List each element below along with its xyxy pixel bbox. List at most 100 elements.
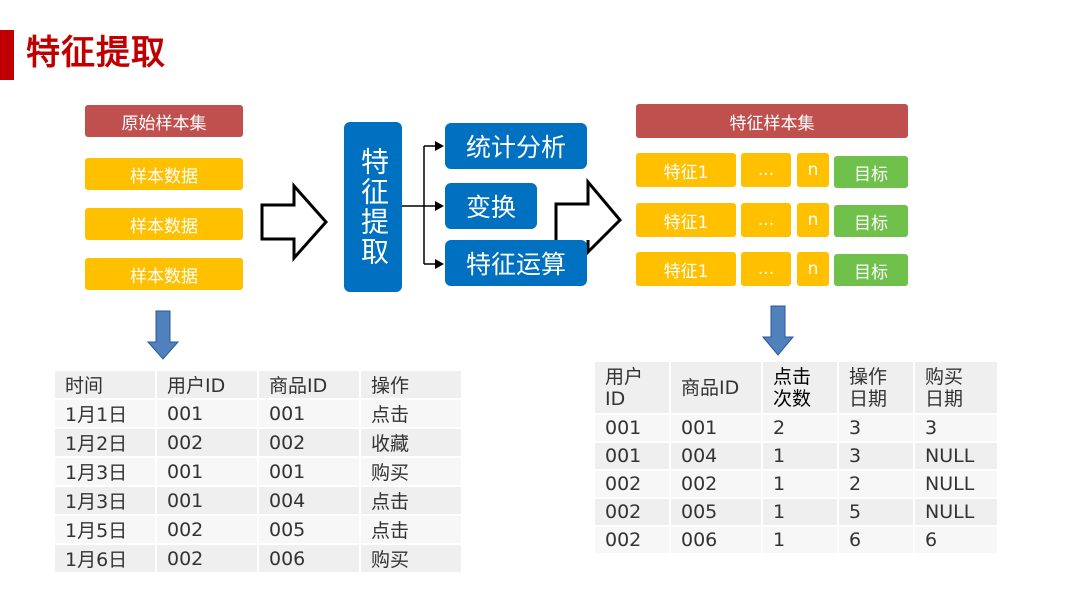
- table-cell: 购买: [360, 544, 463, 574]
- column-header: 购买日期: [914, 362, 999, 415]
- table-row: 1月3日 001 004 点击: [55, 486, 463, 516]
- raw-sample-row: 样本数据: [85, 258, 243, 290]
- target-cell: 目标: [834, 205, 908, 237]
- feature-cell: 特征1: [636, 153, 736, 187]
- branch-arrowhead-icon: [435, 201, 444, 211]
- table-row: 002 002 1 2 NULL: [595, 470, 999, 499]
- raw-sample-row: 样本数据: [85, 158, 243, 190]
- table-cell: 006: [670, 526, 763, 555]
- down-arrow-icon: [761, 305, 795, 356]
- table-cell: 2: [762, 414, 839, 443]
- feature-cell: 特征1: [636, 203, 736, 237]
- table-cell: 001: [156, 457, 259, 487]
- table-header-row: 时间 用户ID 商品ID 操作: [55, 371, 463, 400]
- table-cell: 005: [670, 498, 763, 527]
- table-row: 002 005 1 5 NULL: [595, 498, 999, 527]
- branch-arrowhead-icon: [435, 259, 444, 269]
- column-header: 时间: [55, 371, 157, 400]
- ellipsis-cell: ...: [741, 203, 791, 237]
- table-cell: 006: [258, 544, 361, 574]
- column-header: 用户ID: [156, 371, 259, 400]
- feature-set-header: 特征样本集: [636, 104, 908, 138]
- table-row: 002 006 1 6 6: [595, 526, 999, 555]
- table-cell: NULL: [914, 442, 999, 471]
- right-arrow-icon: [260, 182, 329, 262]
- table-cell: 001: [156, 486, 259, 516]
- table-cell: 1月3日: [55, 486, 157, 516]
- title-accent-bar: [0, 30, 14, 80]
- table-cell: 1月2日: [55, 428, 157, 458]
- table-cell: 1: [762, 498, 839, 527]
- n-cell: n: [797, 203, 829, 237]
- table-cell: 1: [762, 470, 839, 499]
- table-cell: 点击: [360, 486, 463, 516]
- n-cell: n: [797, 153, 829, 187]
- table-cell: 1月3日: [55, 457, 157, 487]
- table-cell: 001: [595, 414, 671, 443]
- operation-compute: 特征运算: [445, 240, 587, 286]
- column-header: 操作日期: [838, 362, 915, 415]
- table-cell: 3: [838, 414, 915, 443]
- table-cell: 点击: [360, 399, 463, 429]
- table-row: 1月5日 002 005 点击: [55, 515, 463, 545]
- table-cell: 002: [156, 544, 259, 574]
- column-header: 点击次数: [762, 362, 839, 415]
- table-cell: 001: [595, 442, 671, 471]
- table-cell: 5: [838, 498, 915, 527]
- table-cell: NULL: [914, 498, 999, 527]
- table-row: 1月1日 001 001 点击: [55, 399, 463, 429]
- target-cell: 目标: [834, 254, 908, 286]
- down-arrow-icon: [146, 310, 180, 360]
- table-cell: 1: [762, 442, 839, 471]
- table-cell: 004: [258, 486, 361, 516]
- table-cell: 002: [595, 526, 671, 555]
- table-row: 1月6日 002 006 购买: [55, 544, 463, 574]
- table-row: 001 001 2 3 3: [595, 414, 999, 443]
- table-cell: 001: [670, 414, 763, 443]
- table-cell: 2: [838, 470, 915, 499]
- feature-extraction-label: 特征提取: [357, 147, 390, 267]
- table-cell: 001: [258, 457, 361, 487]
- raw-sample-row: 样本数据: [85, 208, 243, 240]
- table-cell: 1月1日: [55, 399, 157, 429]
- feature-extraction-block: 特征提取: [344, 122, 402, 292]
- feature-cell: 特征1: [636, 252, 736, 286]
- column-header: 商品ID: [670, 362, 763, 415]
- table-cell: 004: [670, 442, 763, 471]
- operation-transform: 变换: [445, 183, 537, 229]
- table-cell: 002: [156, 428, 259, 458]
- table-row: 001 004 1 3 NULL: [595, 442, 999, 471]
- table-row: 1月2日 002 002 收藏: [55, 428, 463, 458]
- table-cell: 002: [258, 428, 361, 458]
- table-cell: 3: [914, 414, 999, 443]
- n-cell: n: [797, 252, 829, 286]
- table-cell: 1: [762, 526, 839, 555]
- table-cell: 收藏: [360, 428, 463, 458]
- table-cell: 002: [670, 470, 763, 499]
- raw-data-table: 时间 用户ID 商品ID 操作 1月1日 001 001 点击 1月2日 002…: [55, 371, 463, 574]
- branch-connectors: [402, 145, 436, 265]
- table-cell: 点击: [360, 515, 463, 545]
- table-cell: 3: [838, 442, 915, 471]
- branch-arrowhead-icon: [435, 141, 444, 151]
- table-cell: 购买: [360, 457, 463, 487]
- column-header: 商品ID: [258, 371, 361, 400]
- raw-set-header: 原始样本集: [85, 105, 243, 137]
- table-cell: 6: [838, 526, 915, 555]
- target-cell: 目标: [834, 156, 908, 188]
- table-cell: 002: [595, 498, 671, 527]
- table-cell: 1月5日: [55, 515, 157, 545]
- right-arrow-icon: [554, 177, 623, 256]
- table-cell: 005: [258, 515, 361, 545]
- table-cell: 001: [258, 399, 361, 429]
- table-row: 1月3日 001 001 购买: [55, 457, 463, 487]
- table-cell: 001: [156, 399, 259, 429]
- table-cell: 1月6日: [55, 544, 157, 574]
- operation-stats: 统计分析: [445, 123, 587, 169]
- ellipsis-cell: ...: [741, 153, 791, 187]
- page-title: 特征提取: [26, 33, 166, 73]
